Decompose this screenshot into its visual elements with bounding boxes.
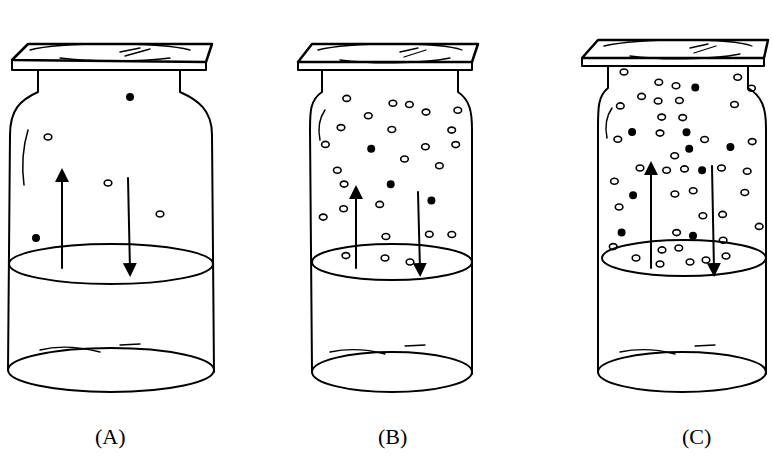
particle	[671, 153, 679, 159]
particle	[748, 85, 756, 91]
particle	[33, 235, 39, 241]
particle	[658, 247, 666, 253]
particle	[681, 166, 689, 172]
particle	[334, 167, 342, 173]
particle	[673, 230, 681, 236]
particle	[388, 181, 394, 187]
particle	[741, 190, 749, 196]
jar-a	[8, 44, 214, 392]
particle	[156, 211, 164, 217]
particle	[718, 165, 726, 171]
jar-b	[298, 44, 478, 392]
particle	[686, 146, 692, 152]
particle	[368, 146, 374, 152]
particle	[388, 127, 396, 133]
particle	[127, 94, 133, 100]
particle	[748, 139, 756, 145]
particle	[448, 232, 456, 238]
particle	[656, 130, 664, 136]
particle	[671, 191, 679, 197]
particle	[428, 197, 434, 203]
particle	[611, 178, 619, 184]
particle	[617, 103, 625, 109]
particle	[719, 237, 727, 243]
particle	[376, 201, 384, 207]
particle	[340, 181, 348, 187]
particle	[683, 129, 689, 135]
particle	[448, 127, 456, 133]
particle	[342, 253, 350, 259]
particle	[436, 163, 444, 169]
particle	[609, 244, 617, 250]
particle	[618, 229, 624, 235]
particle	[663, 167, 671, 173]
particle	[343, 95, 351, 101]
particle	[615, 204, 623, 210]
vapor-particles	[33, 69, 763, 267]
particle	[699, 213, 707, 219]
particle	[722, 253, 730, 259]
particle	[689, 188, 697, 194]
particle	[620, 69, 628, 75]
particle	[426, 231, 434, 237]
particle	[654, 98, 662, 104]
particle	[656, 261, 664, 267]
particle	[658, 114, 666, 120]
particle	[629, 129, 635, 135]
jar-label: (B)	[378, 426, 407, 448]
particle	[686, 259, 694, 265]
particle	[322, 141, 330, 147]
particle	[690, 233, 696, 239]
particle	[406, 259, 414, 265]
particle	[452, 142, 460, 148]
particle	[632, 255, 640, 261]
particle	[655, 79, 663, 85]
particle	[104, 180, 112, 186]
jar-c	[582, 40, 768, 392]
particle	[699, 167, 705, 173]
particle	[636, 165, 644, 171]
particle	[743, 168, 751, 174]
particle	[381, 255, 389, 261]
particle	[382, 234, 390, 240]
particle	[44, 134, 52, 140]
particle	[340, 206, 348, 212]
particle	[454, 107, 462, 113]
particle	[702, 257, 710, 263]
particle	[365, 113, 373, 119]
particle	[319, 214, 327, 220]
jar-label: (C)	[682, 426, 711, 448]
particle	[614, 136, 622, 142]
jar-label: (A)	[95, 426, 126, 448]
particle	[734, 74, 742, 80]
particle	[672, 83, 680, 89]
particle	[422, 109, 430, 115]
particle	[755, 223, 763, 229]
particle	[727, 144, 733, 150]
particle	[337, 125, 345, 131]
particle	[692, 84, 698, 90]
particle	[676, 98, 684, 104]
particle	[701, 137, 709, 143]
particle	[679, 115, 687, 121]
particle	[638, 93, 646, 99]
particle	[731, 102, 739, 108]
particle	[389, 100, 397, 106]
particle	[630, 192, 636, 198]
particle	[719, 211, 727, 217]
particle	[401, 156, 409, 162]
particle	[675, 245, 683, 251]
particle	[422, 144, 430, 150]
particle	[406, 102, 414, 108]
